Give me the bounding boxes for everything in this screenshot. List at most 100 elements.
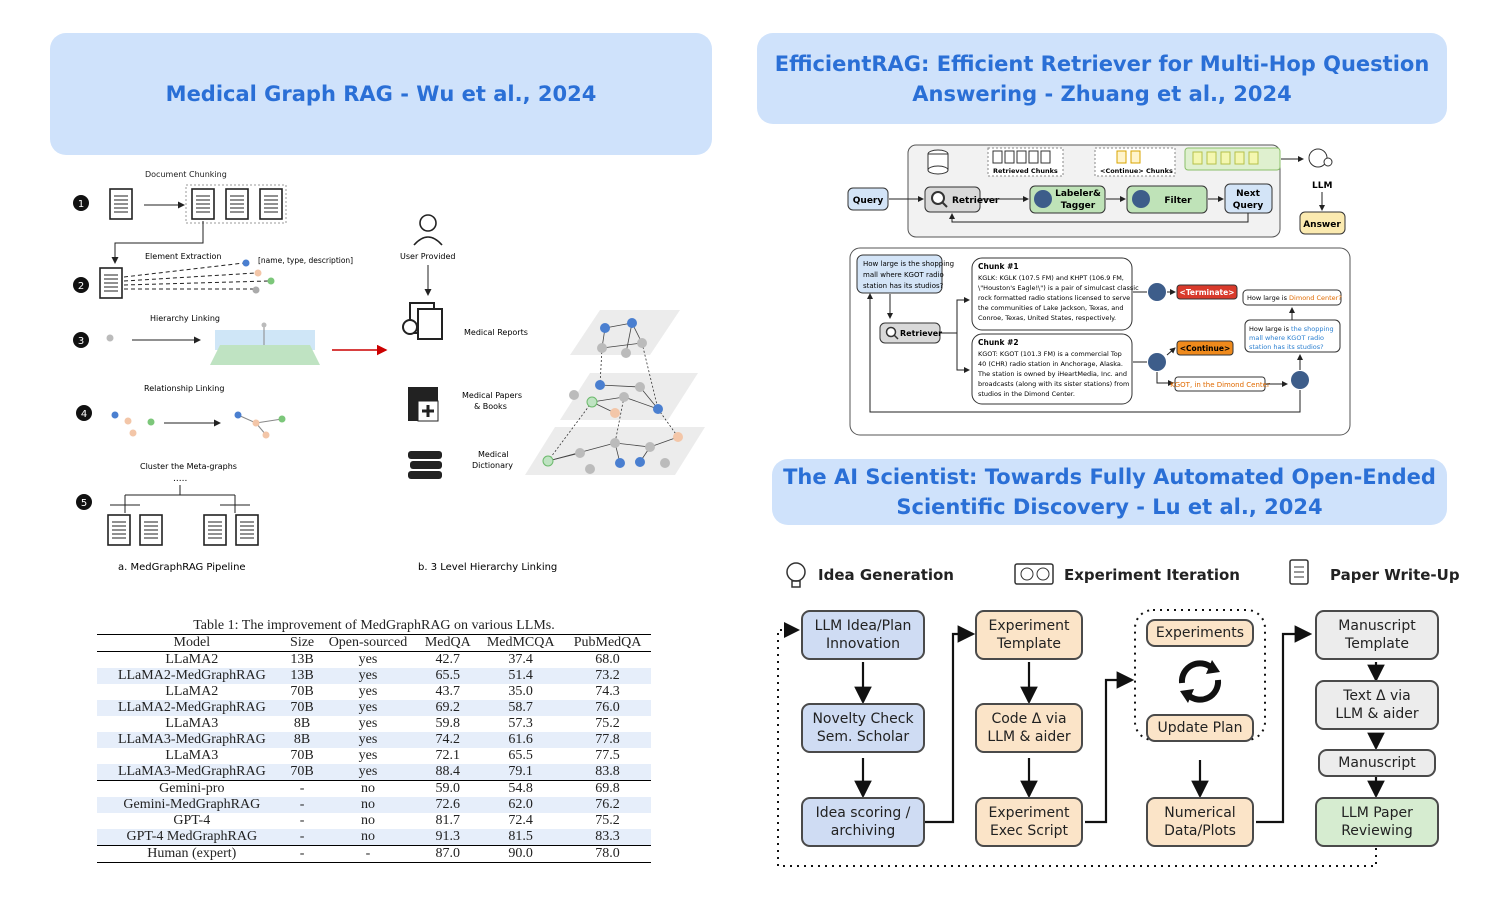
table-cell: 69.2 [418,700,478,716]
box-manuscript: Manuscript [1318,749,1436,777]
step-1: 1 [73,195,89,211]
table-cell: - [286,780,318,797]
chunk2-line-4: broadcasts (along with its sister statio… [978,380,1129,388]
continue-chunks-label: <Continue> Chunks [1100,167,1173,175]
filter-avatar-icon [1291,371,1309,389]
table-cell: 81.5 [477,829,565,846]
table-cell: 70B [286,764,318,781]
table-cell: 65.5 [418,668,478,684]
chunk1-title: Chunk #1 [978,262,1019,271]
medical-papers-label-1: Medical Papers [462,391,522,400]
table-cell: LLaMA3-MedGraphRAG [97,764,287,781]
table-cell: 62.0 [477,797,565,813]
chunk-icon [259,188,283,220]
query-label: Query [853,196,884,206]
table-cell: yes [317,700,419,716]
table-cell: Human (expert) [97,845,287,863]
table-cell: yes [317,732,419,748]
labeler-avatar-icon [1034,190,1052,208]
step-4: 4 [76,405,92,421]
table-cell: Gemini-pro [97,780,287,797]
table-cell: 70B [290,748,314,763]
table-cell: 76.0 [564,700,651,716]
retrieved-chunks-label: Retrieved Chunks [993,167,1058,175]
table-cell: no [317,797,419,813]
refresh-cycle-icon [1178,660,1222,703]
table-cell: 74.2 [418,732,478,748]
table-cell: 88.4 [418,764,478,781]
cluster-label: Cluster the Meta-graphs [140,462,237,471]
table-cell: LLaMA2 [165,684,219,699]
kgot-dimond-label: KGOT, in the Dimond Center [1170,381,1270,389]
tagger-avatar-icon [1148,283,1166,301]
table-cell: 37.4 [508,652,533,667]
scientist-flow-arrows [777,559,1385,867]
header-model: Model [97,634,287,652]
step-5: 5 [76,494,92,510]
table-cell: Gemini-MedGraphRAG [97,797,287,813]
search-icon [931,191,948,208]
step-3: 3 [73,332,89,348]
svg-text:2: 2 [78,281,84,292]
table-cell: 81.7 [435,813,461,828]
question2-line-2: mall where KGOT radio [1249,334,1324,342]
table-cell: 61.6 [477,732,565,748]
table-cell: 78.0 [564,845,651,863]
table-cell: - [317,845,419,863]
gpu-icon [1014,563,1054,585]
medical-dictionary-label-2: Dictionary [472,461,513,470]
table-cell: - [286,829,318,846]
box-idea-scoring: Idea scoring /archiving [801,797,925,847]
filter-avatar-icon [1132,190,1150,208]
user-provided-label: User Provided [400,252,456,261]
medical-reports-icon [402,302,443,340]
efficientrag-figure: Retrieved Chunks <Continue> Chunks LLM A… [847,144,1351,436]
chunk1-line-5: Conroe, Texas, United States, respective… [978,314,1116,322]
table-cell: 57.3 [508,716,533,731]
table-cell: 72.1 [435,748,461,763]
table-cell: yes [358,684,378,699]
table-header-row: Model Size Open-sourced MedQA MedMCQA Pu… [97,634,651,652]
table-cell: 70B [286,700,318,716]
question-line-3: station has its studios? [863,282,944,290]
search-icon [885,326,899,340]
table-cell: 65.5 [508,748,533,763]
table-cell: no [360,813,375,828]
table-cell: no [317,829,419,846]
llm-label: LLM [1312,181,1332,191]
chunk-icon [139,514,163,546]
cluster-dots: ..... [173,474,187,484]
table-cell: 83.8 [564,764,651,781]
answer-label: Answer [1303,220,1341,230]
chunk1-line-1: KGLK: KGLK (107.5 FM) and KHPT (106.9 FM… [978,274,1124,282]
chunk1-line-3: rock formatted radio stations licensed t… [978,294,1130,302]
retriever-label-2: Retriever [900,329,942,338]
medgraph-pipeline-figure: 1 2 3 4 5 Document Chunking Element Extr… [73,170,705,573]
table-cell: LLaMA3 [165,716,219,731]
chunk1-line-4: the communities of Lake Jackson, Texas, … [978,304,1124,312]
document-icon [1289,559,1309,585]
box-update-plan: Update Plan [1146,714,1254,742]
continue-label: <Continue> [1180,344,1231,353]
next-query-label-2: Query [1233,201,1264,211]
table-cell: 77.5 [595,748,620,763]
table-cell: LLaMA2 [165,652,219,667]
hierarchy-graph [525,310,705,475]
question2-line-1: How large is the shopping [1249,325,1334,333]
chunk-icon [191,188,215,220]
svg-text:3: 3 [78,336,84,347]
chunk-icon [203,514,227,546]
header-open: Open-sourced [317,634,419,652]
medgraph-title: Medical Graph RAG - Wu et al., 2024 [165,82,597,106]
chunk2-line-2: 40 (CHR) radio station in Anchorage, Ala… [978,360,1123,368]
